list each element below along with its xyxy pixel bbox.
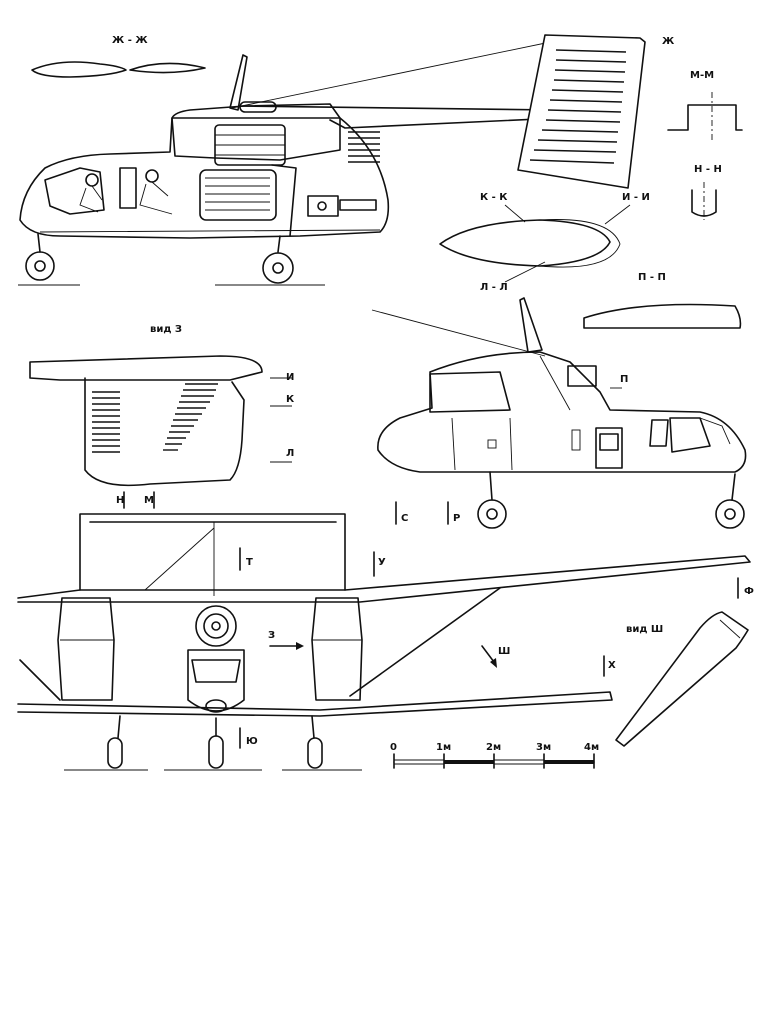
fuselage-side-outline <box>19 103 390 239</box>
exterior-main-wheel <box>477 471 507 529</box>
side-view-cutaway: Ж <box>18 34 675 286</box>
fan-hub <box>211 621 221 631</box>
front-windscreen <box>191 659 241 683</box>
marker-kh-label: Х <box>608 660 616 671</box>
scale-label-2: 2м <box>486 742 501 753</box>
section-p-p: П - П <box>583 272 742 329</box>
marker-t-label: Т <box>246 557 253 568</box>
rear-machinery <box>307 195 377 217</box>
section-l-l-label: Л - Л <box>480 282 508 293</box>
exterior-mast <box>519 297 543 353</box>
airfoil-i-i <box>539 219 621 268</box>
exterior-nose-wheel <box>715 473 745 529</box>
arrow-sh <box>481 645 495 663</box>
nose-wheel <box>25 233 55 281</box>
marker-p-label: П <box>620 374 628 385</box>
section-i-i-label: И - И <box>622 192 650 203</box>
upper-wing <box>17 555 751 603</box>
main-wheel <box>262 235 294 284</box>
scale-label-1: 1м <box>436 742 451 753</box>
section-n-n-label: Н - Н <box>694 164 722 175</box>
section-m-m-shape <box>667 104 743 131</box>
section-p-p-label: П - П <box>638 272 666 283</box>
zh-mark-label: Ж <box>662 36 675 47</box>
airfoil-small-section <box>129 62 206 74</box>
tail-frame <box>79 513 346 591</box>
front-left-wheel <box>107 715 123 769</box>
marker-f-label: Ф <box>744 586 754 597</box>
engine-block <box>214 124 286 166</box>
sections-k-i-l: К - К И - И Л - Л <box>439 192 650 293</box>
front-right-wheel <box>307 715 323 769</box>
right-nacelle <box>311 597 363 701</box>
fan-outer <box>195 605 237 647</box>
view-z-wing-upper <box>29 355 263 381</box>
view-sh-strut <box>615 611 749 747</box>
view-z: вид З И <box>29 324 295 487</box>
tail-boom <box>239 105 561 129</box>
canopy-top <box>239 101 277 113</box>
engine-nacelle <box>171 117 341 161</box>
exterior-windows <box>571 417 731 469</box>
left-nacelle <box>57 597 115 701</box>
marker-n-label: Н <box>116 495 124 506</box>
marker-r-label: Р <box>453 513 460 524</box>
side-grill <box>348 131 380 163</box>
view-sh: вид Ш <box>615 611 749 747</box>
front-view: Н М Т У Ф С Р <box>17 491 754 771</box>
exterior-air-intake <box>567 365 597 387</box>
main-strut <box>271 164 297 237</box>
cockpit-cutaway <box>44 167 173 215</box>
fan-inner <box>203 613 229 639</box>
exterior-nacelle <box>429 371 511 413</box>
lower-wing <box>17 691 613 717</box>
marker-s-label: С <box>401 513 408 524</box>
airfoil-large-section <box>31 61 127 78</box>
marker-l-label: Л <box>286 448 294 459</box>
section-k-k-label: К - К <box>480 192 508 203</box>
wing-strut-left <box>19 659 61 701</box>
front-nose <box>205 699 227 713</box>
exterior-bracing-wire <box>371 309 546 357</box>
fuselage-front <box>187 649 245 712</box>
scale-label-0: 0 <box>390 742 397 753</box>
section-zh-zh-label: Ж - Ж <box>112 35 148 46</box>
marker-m-label: М <box>144 495 154 506</box>
side-view-exterior: П <box>371 297 747 529</box>
view-z-hatching <box>92 383 218 453</box>
scale-bar: 0 1м 2м 3м 4м <box>390 742 599 769</box>
marker-yu-label: Ю <box>246 736 258 747</box>
scale-label-4: 4м <box>584 742 599 753</box>
section-p-p-shape <box>583 303 742 329</box>
front-center-wheel <box>208 717 224 769</box>
marker-i-label: И <box>286 372 294 383</box>
section-zh-zh: Ж - Ж <box>31 35 206 78</box>
marker-z-label: З <box>268 630 275 641</box>
floor-line <box>39 229 381 233</box>
exterior-fuselage <box>377 351 747 473</box>
marker-u-label: У <box>378 557 386 568</box>
mast <box>229 54 248 111</box>
bracing-wire <box>231 39 561 109</box>
view-z-nacelle <box>84 377 245 487</box>
section-n-n: Н - Н <box>691 164 722 220</box>
scale-label-3: 3м <box>536 742 551 753</box>
wing-strut-right <box>349 587 501 697</box>
tail-fin-hatching <box>529 49 627 164</box>
view-z-label: вид З <box>150 324 182 335</box>
cargo-door <box>199 169 277 221</box>
marker-sh-label: Ш <box>498 646 510 657</box>
section-m-m: М-М <box>667 70 743 140</box>
marker-k-label: К <box>286 394 295 405</box>
view-sh-label: вид Ш <box>626 624 663 635</box>
section-m-m-label: М-М <box>690 70 714 81</box>
airfoil-k-k <box>439 219 611 267</box>
